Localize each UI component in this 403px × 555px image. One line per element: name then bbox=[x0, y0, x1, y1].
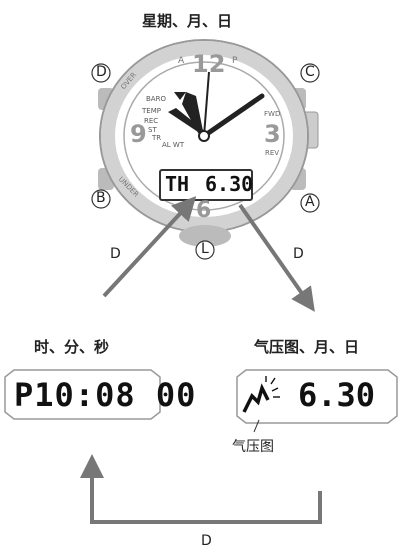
mode-pointer bbox=[174, 92, 186, 100]
numeral-9: 9 bbox=[130, 120, 147, 148]
top-label: 星期、月、日 bbox=[142, 12, 233, 30]
button-c-badge bbox=[300, 63, 320, 83]
numeral-6: 6 bbox=[196, 198, 212, 223]
button-l-badge bbox=[195, 240, 215, 260]
graph-label: 气压图 bbox=[232, 439, 274, 455]
lcd-day: TH bbox=[165, 172, 190, 196]
left-panel-frame bbox=[4, 369, 161, 420]
mode-rec: REC bbox=[144, 117, 159, 125]
button-l-body[interactable] bbox=[179, 225, 231, 247]
dial-mark-a: A bbox=[178, 56, 185, 66]
mode-tr: TR bbox=[152, 134, 162, 142]
label-fwd: FWD bbox=[264, 110, 281, 118]
numeral-12: 12 bbox=[192, 50, 226, 78]
left-panel-display: P10:08 00 bbox=[14, 376, 197, 414]
center-pin bbox=[198, 130, 210, 142]
left-panel-title: 时、分、秒 bbox=[34, 338, 110, 356]
arrow-right-label: D bbox=[293, 246, 304, 262]
graph-blink-rays bbox=[265, 376, 280, 398]
button-b-letter: B bbox=[96, 190, 106, 206]
right-panel-frame bbox=[236, 369, 398, 424]
button-d-letter: D bbox=[96, 64, 107, 80]
mode-al-wt: AL WT bbox=[162, 141, 185, 149]
arrow-left-up bbox=[102, 196, 197, 298]
minute-hand bbox=[201, 93, 265, 139]
mode-baro: BARO bbox=[146, 95, 166, 103]
barometric-graph bbox=[242, 383, 270, 413]
watch-illustration bbox=[91, 39, 320, 260]
right-panel-date: 6.30 bbox=[298, 376, 376, 414]
mode-temp: TEMP bbox=[142, 107, 161, 115]
button-a-badge bbox=[300, 193, 320, 213]
right-panel-title: 气压图、月、日 bbox=[254, 338, 360, 356]
lcd-date: 6.30 bbox=[205, 172, 254, 196]
mode-st: ST bbox=[148, 126, 157, 134]
button-l-letter: L bbox=[201, 241, 209, 257]
bezel-ring bbox=[101, 41, 307, 231]
button-d-badge bbox=[91, 63, 111, 83]
hour-hand-tail bbox=[168, 108, 206, 136]
second-hand bbox=[203, 71, 210, 137]
dial-mark-p: P bbox=[232, 56, 238, 66]
return-arrow bbox=[80, 454, 322, 524]
watch-lcd-frame bbox=[159, 169, 253, 201]
arrow-right-down bbox=[238, 203, 315, 312]
button-b-badge bbox=[91, 189, 111, 209]
button-a-letter: A bbox=[305, 194, 315, 210]
numeral-3: 3 bbox=[264, 120, 281, 148]
button-c-letter: C bbox=[305, 64, 315, 80]
arrow-left-label: D bbox=[110, 246, 121, 262]
arrow-bottom-label: D bbox=[201, 533, 212, 549]
graph-callout-line bbox=[253, 419, 260, 433]
label-rev: REV bbox=[265, 149, 280, 157]
